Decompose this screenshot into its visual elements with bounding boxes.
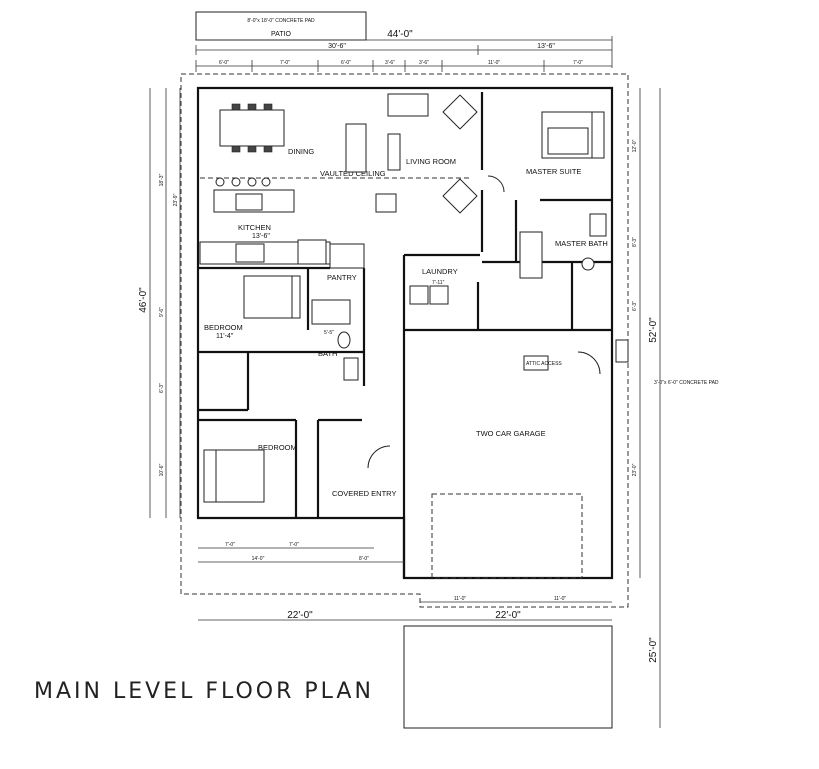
- master-suite-label: MASTER SUITE: [526, 167, 581, 176]
- bath: BATH 5'-5": [311, 299, 359, 381]
- dim-bottom-mid-2: 8'-0": [359, 556, 369, 562]
- laundry: LAUNDRY 7'-11": [409, 267, 458, 305]
- bedroom-2: BEDROOM: [203, 443, 297, 503]
- dim-top-row-2: 7'-0": [280, 60, 290, 66]
- dim-right-2: 8'-3": [632, 237, 638, 247]
- dim-left-5: 10'-6": [159, 463, 165, 476]
- dining-label: DINING: [288, 147, 314, 156]
- vaulted-ceiling-label: VAULTED CEILING: [320, 169, 386, 178]
- top-dimensions: 44'-0" 30'-6" 13'-6" 6'-0" 7'-0" 6'-0" 3…: [195, 29, 613, 72]
- dim-top-row-6: 11'-0": [488, 60, 501, 66]
- dim-right-1: 12'-0": [632, 139, 638, 152]
- bed1-width-dim: 11'-4": [216, 333, 234, 340]
- dim-bottom-right: 22'-0": [495, 610, 521, 621]
- left-dimensions: 46'-0" 18'-3" 23'-9" 9'-6" 6'-3" 10'-6": [138, 88, 181, 518]
- entry-pad: 3'-0"x 6'-0" CONCRETE PAD: [615, 339, 719, 386]
- dim-top-row-1: 6'-0": [219, 60, 229, 66]
- attic-label: ATTIC ACCESS: [526, 361, 562, 367]
- master-suite: MASTER SUITE: [487, 111, 605, 193]
- roof-overhang: [180, 73, 629, 608]
- dim-bottom-left: 22'-0": [287, 610, 313, 621]
- dim-left-4: 6'-3": [159, 383, 165, 393]
- dim-right-3: 6'-3": [632, 301, 638, 311]
- patio-label: PATIO: [271, 31, 292, 38]
- dim-top-row-4: 3'-6": [385, 60, 395, 66]
- bath-width-dim: 5'-5": [324, 330, 334, 336]
- patio: 8'-0"x 18'-0" CONCRETE PAD PATIO: [195, 11, 367, 41]
- dim-overall-width: 44'-0": [387, 29, 413, 40]
- pantry: PANTRY: [327, 243, 365, 282]
- dim-bottom-mid-1: 14'-0": [252, 556, 265, 562]
- covered-entry: COVERED ENTRY: [332, 445, 396, 498]
- master-bath-label: MASTER BATH: [555, 239, 608, 248]
- laundry-label: LAUNDRY: [422, 267, 458, 276]
- dim-top-row-7: 7'-0": [573, 60, 583, 66]
- dim-depth-right: 52'-0": [648, 317, 659, 343]
- garage: TWO CAR GARAGE ATTIC ACCESS: [431, 351, 601, 579]
- pantry-label: PANTRY: [327, 273, 357, 282]
- bath-label: BATH: [318, 349, 337, 358]
- covered-entry-label: COVERED ENTRY: [332, 489, 396, 498]
- dim-driveway: 25'-0": [648, 637, 659, 663]
- driveway: 25'-0": [403, 578, 661, 729]
- dim-top-right: 13'-6": [537, 43, 555, 50]
- kitchen: KITCHEN 13'-6": [199, 177, 331, 265]
- bottom-dimensions: 7'-0" 7'-0" 14'-0" 8'-0" 22'-0" 22'-0" 1…: [198, 542, 612, 621]
- dim-bottom-mid-3: 7'-0": [225, 542, 235, 548]
- dim-left-1: 18'-3": [159, 173, 165, 186]
- entry-pad-label: 3'-0"x 6'-0" CONCRETE PAD: [654, 380, 719, 386]
- dining-area: DINING VAULTED CEILING: [200, 103, 470, 179]
- dim-depth-left: 46'-0": [138, 287, 149, 313]
- interior-walls: [198, 92, 612, 518]
- patio-pad-label: 8'-0"x 18'-0" CONCRETE PAD: [247, 18, 315, 24]
- bedroom-2-label: BEDROOM: [258, 443, 297, 452]
- kitchen-dim: 13'-6": [252, 233, 270, 240]
- garage-label: TWO CAR GARAGE: [476, 429, 546, 438]
- bedroom-1: BEDROOM 11'-4": [204, 275, 301, 340]
- kitchen-label: KITCHEN: [238, 223, 271, 232]
- right-dimensions: 52'-0" 12'-0" 8'-3" 6'-3" 23'-0": [632, 88, 661, 578]
- dim-bottom-mid-4: 7'-0": [289, 542, 299, 548]
- dim-top-left: 30'-6": [328, 43, 346, 50]
- dim-top-row-3: 6'-0": [341, 60, 351, 66]
- dim-top-row-5: 3'-6": [419, 60, 429, 66]
- dim-garage-bottom-2: 11'-0": [554, 596, 567, 602]
- living-area: LIVING ROOM: [345, 93, 478, 214]
- dim-left-3: 9'-6": [159, 307, 165, 317]
- bedroom-1-label: BEDROOM: [204, 323, 243, 332]
- dim-garage-bottom-1: 11'-0": [454, 596, 467, 602]
- drawing-title: MAIN LEVEL FLOOR PLAN: [34, 679, 374, 704]
- master-bath: MASTER BATH: [519, 213, 608, 279]
- living-room-label: LIVING ROOM: [406, 157, 456, 166]
- laundry-dim: 7'-11": [432, 280, 445, 286]
- dim-left-2: 23'-9": [173, 193, 179, 206]
- dim-right-4: 23'-0": [632, 463, 638, 476]
- exterior-walls: [196, 86, 614, 580]
